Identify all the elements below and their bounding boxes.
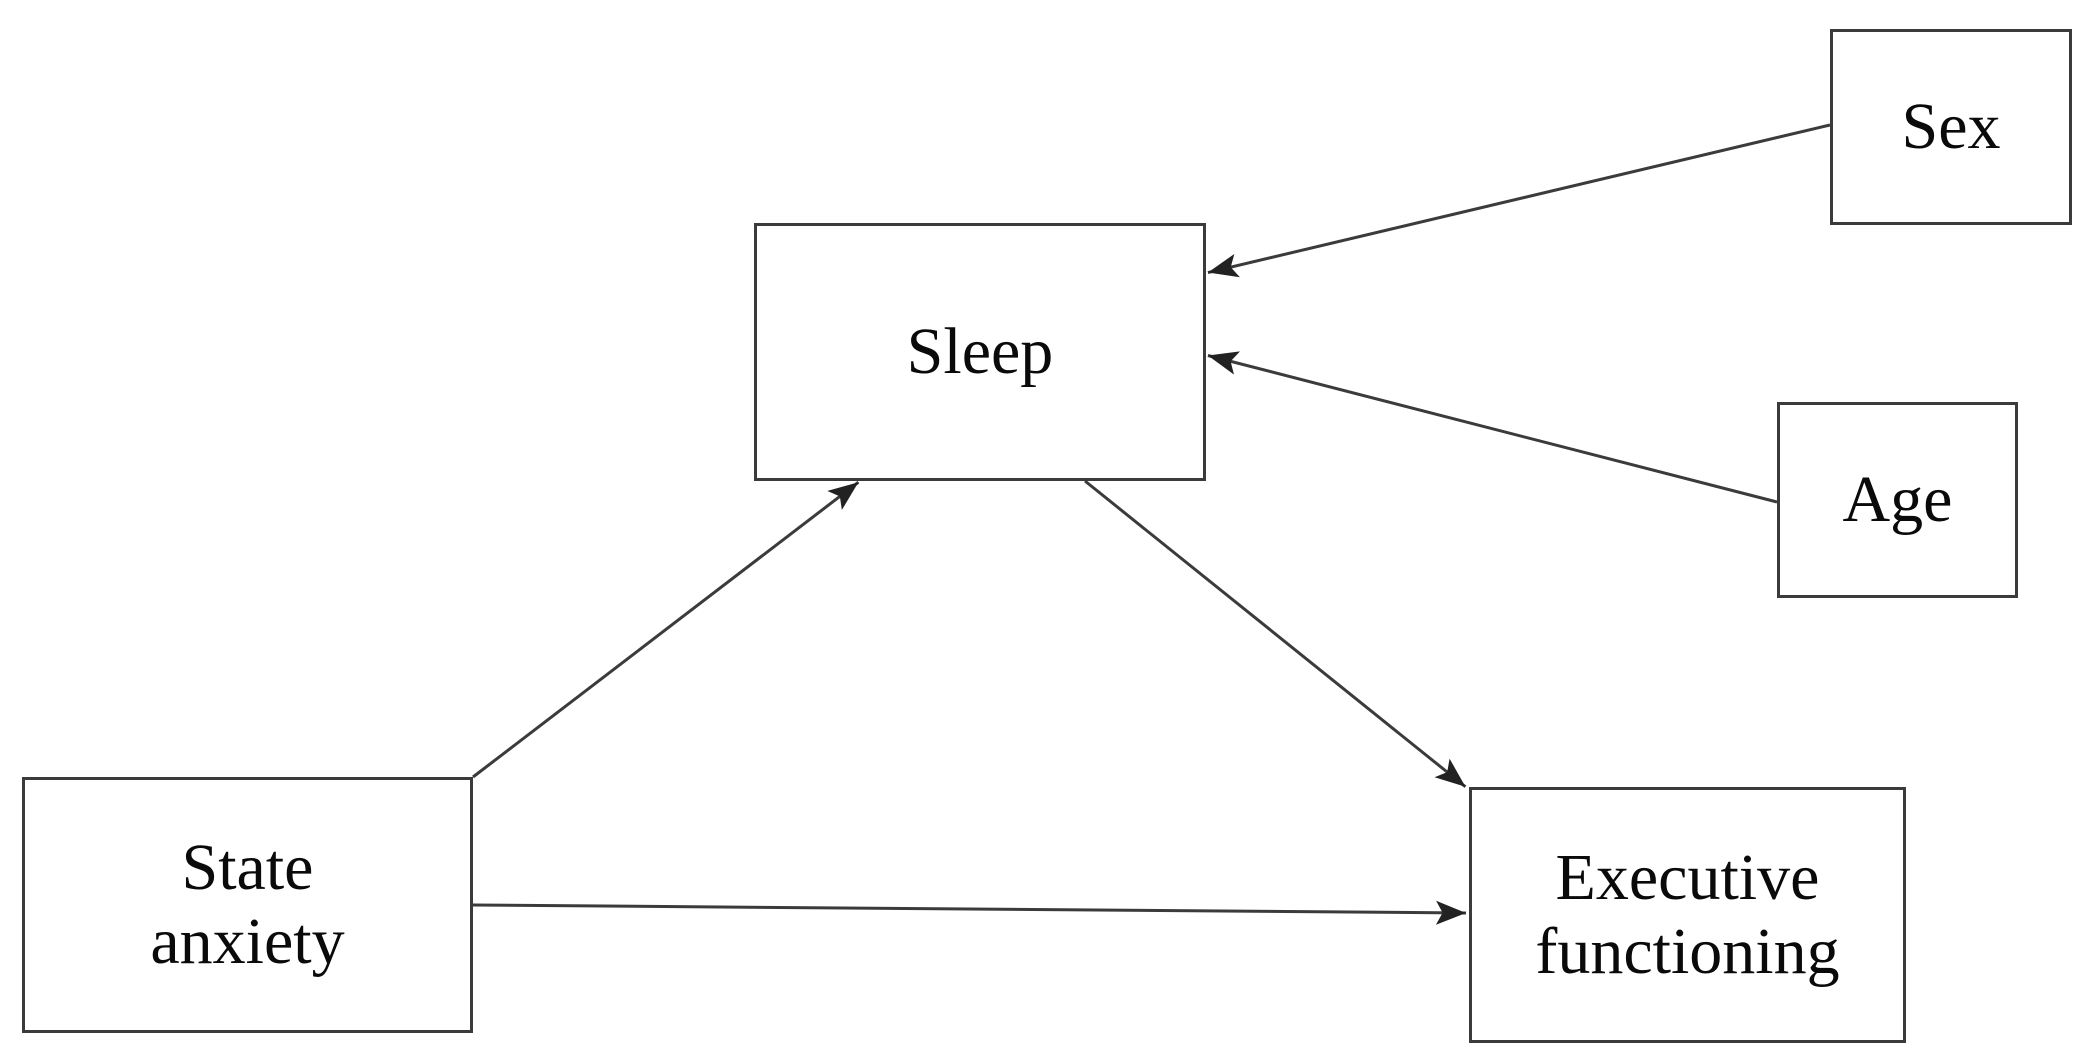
node-sex[interactable]: Sex — [1830, 29, 2072, 225]
node-sleep[interactable]: Sleep — [754, 223, 1206, 481]
node-age-label: Age — [1842, 463, 1953, 537]
node-state-anxiety[interactable]: State anxiety — [22, 777, 473, 1033]
edge-sex-to-sleep — [1207, 123, 1831, 278]
node-sex-label: Sex — [1901, 90, 2001, 164]
node-age[interactable]: Age — [1777, 402, 2018, 598]
edge-sleep-to-executive-functioning — [1084, 479, 1467, 788]
edge-age-to-sleep — [1207, 351, 1778, 504]
node-sleep-label: Sleep — [906, 315, 1054, 389]
node-executive-functioning[interactable]: Executive functioning — [1469, 787, 1906, 1043]
edge-state-anxiety-to-sleep — [472, 481, 860, 779]
node-state-anxiety-label: State anxiety — [150, 831, 345, 978]
edge-state-anxiety-to-executive-functioning — [472, 900, 1467, 925]
node-executive-functioning-label: Executive functioning — [1535, 841, 1840, 988]
